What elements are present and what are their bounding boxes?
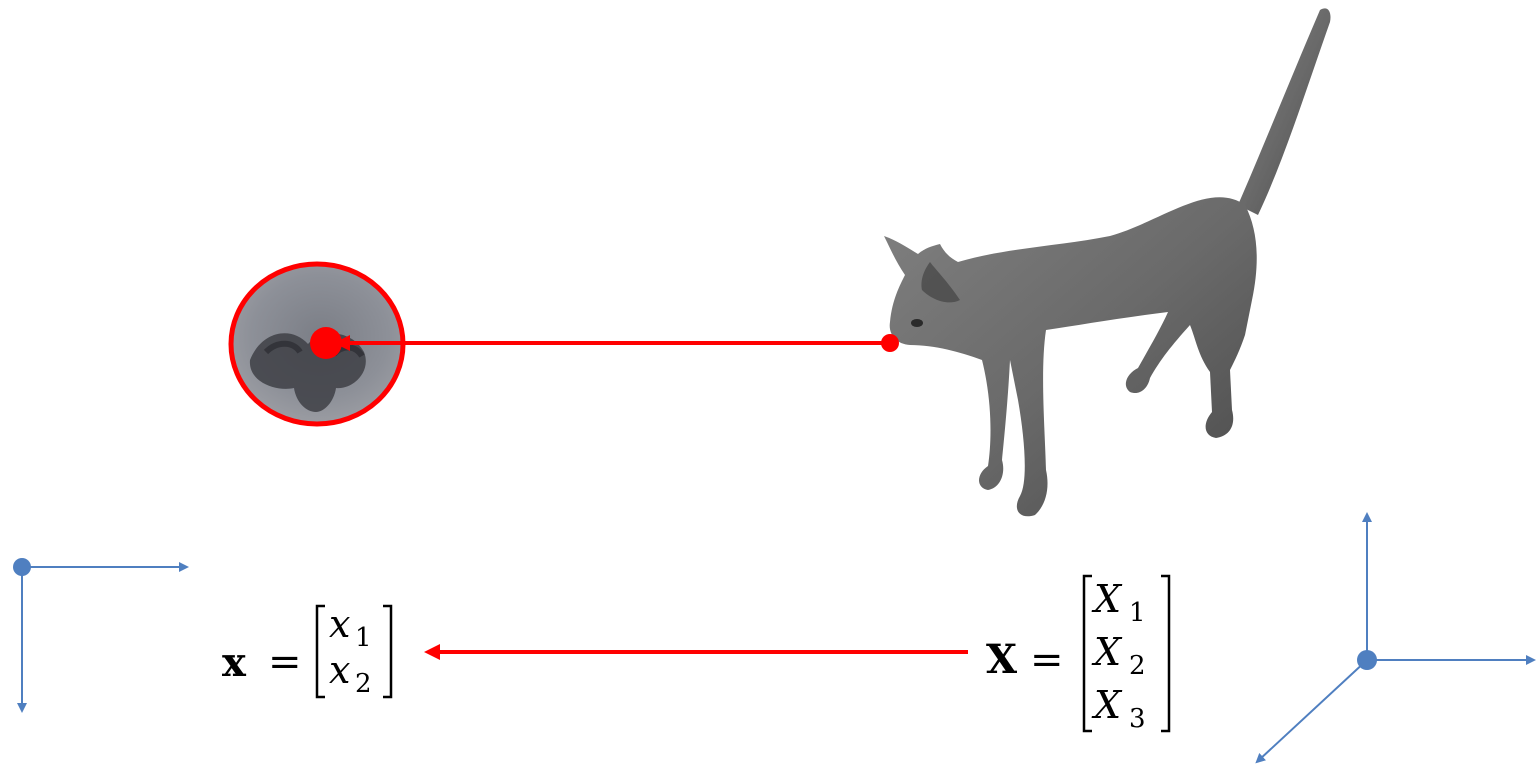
image-entry-1-symbol: x [329,602,350,646]
world-point-marker [881,334,899,352]
image-entry-2-subscript: 2 [355,669,372,699]
world-point-equation: X = X 1 X 2 X 3 [986,574,1171,734]
world-entry-1-subscript: 1 [1129,598,1146,628]
image-vector-symbol: x [222,639,247,686]
world-entry-2-subscript: 2 [1129,651,1146,681]
image-right-bracket [383,604,393,699]
image-equals-sign: = [268,639,302,685]
image-point-marker [310,327,342,359]
world-equals-sign: = [1030,637,1064,683]
world-left-bracket [1082,574,1092,733]
world-entry-3-symbol: X [1091,683,1123,727]
image-point-equation: x = x 1 x 2 [222,602,393,699]
world-entry-3-subscript: 3 [1129,704,1146,734]
image-left-bracket [315,604,325,699]
world-vector-symbol: X [986,636,1017,683]
world-right-bracket [1161,574,1171,733]
image-entry-1-subscript: 1 [355,623,372,653]
image-coordinate-frame [13,558,189,713]
projection-ray [310,327,899,359]
cat-3d-model-icon [884,8,1331,517]
world-coordinate-frame [1255,512,1536,764]
image-entry-2-symbol: x [329,648,350,692]
world-entry-2-symbol: X [1091,630,1123,674]
world-entry-1-symbol: X [1091,577,1123,621]
